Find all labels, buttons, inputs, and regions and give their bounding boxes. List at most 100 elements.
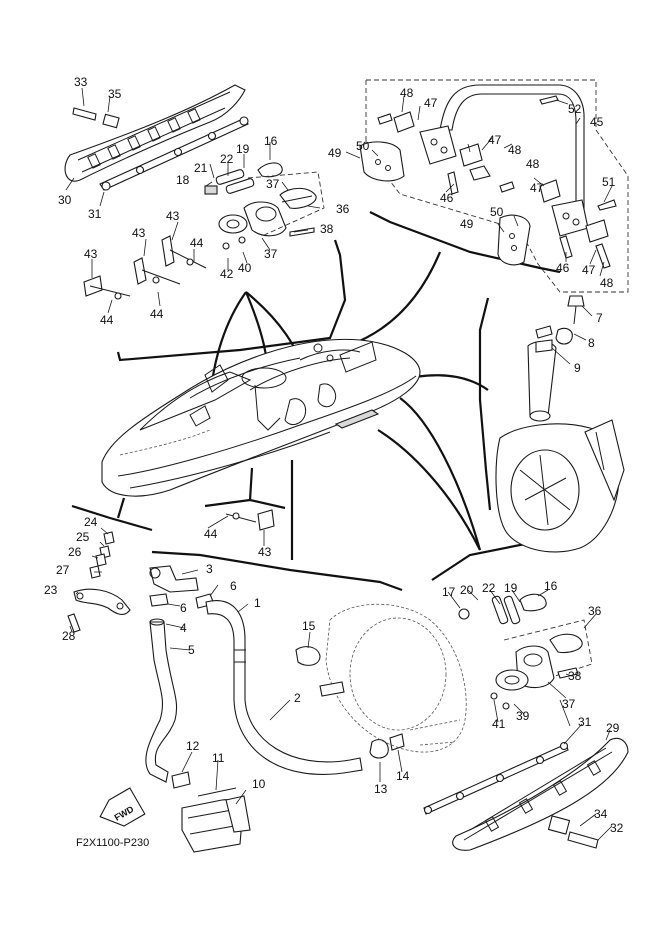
callout-45: 45 xyxy=(590,115,604,129)
callout-21: 21 xyxy=(194,161,208,175)
grab-handle-assembly xyxy=(359,79,629,293)
callout-16b: 16 xyxy=(544,579,558,593)
callout-11: 11 xyxy=(212,751,225,765)
callout-47b: 47 xyxy=(488,133,502,147)
callout-14: 14 xyxy=(396,769,410,783)
callout-33: 33 xyxy=(74,75,88,89)
callout-31b: 31 xyxy=(578,715,592,729)
callout-52: 52 xyxy=(568,102,582,116)
callout-29: 29 xyxy=(606,721,620,735)
arrow-7 xyxy=(377,429,481,551)
callout-37: 37 xyxy=(264,247,278,261)
callout-44d: 44 xyxy=(204,527,218,541)
callout-42: 42 xyxy=(220,267,234,281)
arrow-9 xyxy=(248,467,254,501)
callout-46b: 46 xyxy=(556,261,570,275)
callout-6a: 6 xyxy=(230,579,237,593)
callout-36b: 36 xyxy=(588,604,602,618)
callout-26: 26 xyxy=(68,545,82,559)
callout-18: 18 xyxy=(176,173,190,187)
callout-3: 3 xyxy=(206,562,213,576)
callout-48a: 48 xyxy=(400,86,414,100)
callout-48b: 48 xyxy=(508,143,522,157)
callout-17: 17 xyxy=(442,585,456,599)
arrow-10 xyxy=(116,497,126,519)
callout-27: 27 xyxy=(56,563,70,577)
callout-17: 37 xyxy=(266,177,280,191)
callout-43c: 43 xyxy=(84,247,98,261)
top-left-hardware xyxy=(204,162,325,250)
group-brackets xyxy=(71,211,561,592)
callout-5: 5 xyxy=(188,643,195,657)
watercraft-hull xyxy=(101,338,421,497)
callout-36: 36 xyxy=(336,202,350,216)
callout-7: 7 xyxy=(596,311,603,325)
callout-48c: 48 xyxy=(526,157,540,171)
callout-44c: 44 xyxy=(150,307,164,321)
callout-35: 35 xyxy=(108,87,122,101)
callout-22b: 22 xyxy=(482,581,496,595)
callout-50b: 50 xyxy=(490,205,504,219)
callout-40: 40 xyxy=(238,261,252,275)
bracket-left-stay xyxy=(71,504,153,532)
callout-4: 4 xyxy=(180,621,187,635)
callout-22: 22 xyxy=(220,152,234,166)
callout-23: 23 xyxy=(44,583,58,597)
bracket-top-right xyxy=(369,211,561,274)
left-stay-parts xyxy=(67,531,131,633)
callout-labels: 33 35 30 31 16 19 22 21 18 37 36 38 37 4… xyxy=(44,75,624,835)
arrow-6 xyxy=(399,397,482,551)
diagram-caption: F2X1100-P230 xyxy=(76,837,149,849)
top-left-stay-bolts xyxy=(83,235,207,300)
callout-43b: 43 xyxy=(132,226,146,240)
callout-41: 41 xyxy=(492,717,506,731)
callout-1: 1 xyxy=(254,596,261,610)
callout-43: 43 xyxy=(166,209,180,223)
engine-cover-ghost xyxy=(319,603,467,753)
callout-46a: 46 xyxy=(440,191,454,205)
bracket-top-left xyxy=(116,239,347,362)
callout-49b: 49 xyxy=(460,217,474,231)
callout-20: 20 xyxy=(460,583,474,597)
jet-pump-assembly xyxy=(495,295,625,553)
hull-side-vent xyxy=(334,409,380,429)
callout-28: 28 xyxy=(62,629,76,643)
bottom-right-hardware xyxy=(458,593,593,710)
callout-43d: 43 xyxy=(258,545,272,559)
callout-50a: 50 xyxy=(356,139,370,153)
callout-13: 13 xyxy=(374,782,388,796)
callout-44b: 44 xyxy=(100,313,114,327)
callout-47d: 47 xyxy=(582,263,596,277)
callout-9: 9 xyxy=(574,361,581,375)
callout-37c: 37 xyxy=(562,697,576,711)
callout-24: 24 xyxy=(84,515,98,529)
callout-38b: 38 xyxy=(568,669,582,683)
leader-lines xyxy=(65,87,613,841)
callout-47c: 47 xyxy=(530,181,544,195)
callout-8: 8 xyxy=(588,336,595,350)
top-left-handle-assembly xyxy=(64,84,249,191)
bracket-cooling xyxy=(151,550,403,592)
callout-15: 15 xyxy=(302,619,316,633)
callout-25: 25 xyxy=(76,530,90,544)
callout-48d: 48 xyxy=(600,276,614,290)
callout-39: 39 xyxy=(516,709,530,723)
callout-31: 31 xyxy=(88,207,102,221)
bottom-right-handle xyxy=(423,737,629,851)
callout-2: 2 xyxy=(294,691,301,705)
callout-44: 44 xyxy=(190,236,204,250)
bracket-small-mid xyxy=(204,498,286,510)
callout-38: 38 xyxy=(320,222,334,236)
fwd-arrow-icon xyxy=(99,787,146,827)
mid-stay-bolt xyxy=(225,509,275,531)
callout-30: 30 xyxy=(58,193,72,207)
callout-6b: 6 xyxy=(180,601,187,615)
callout-12: 12 xyxy=(186,739,200,753)
callout-16: 16 xyxy=(264,134,278,148)
callout-19: 19 xyxy=(236,142,250,156)
callout-51: 51 xyxy=(602,175,616,189)
callout-32: 32 xyxy=(610,821,624,835)
callout-34: 34 xyxy=(594,807,608,821)
